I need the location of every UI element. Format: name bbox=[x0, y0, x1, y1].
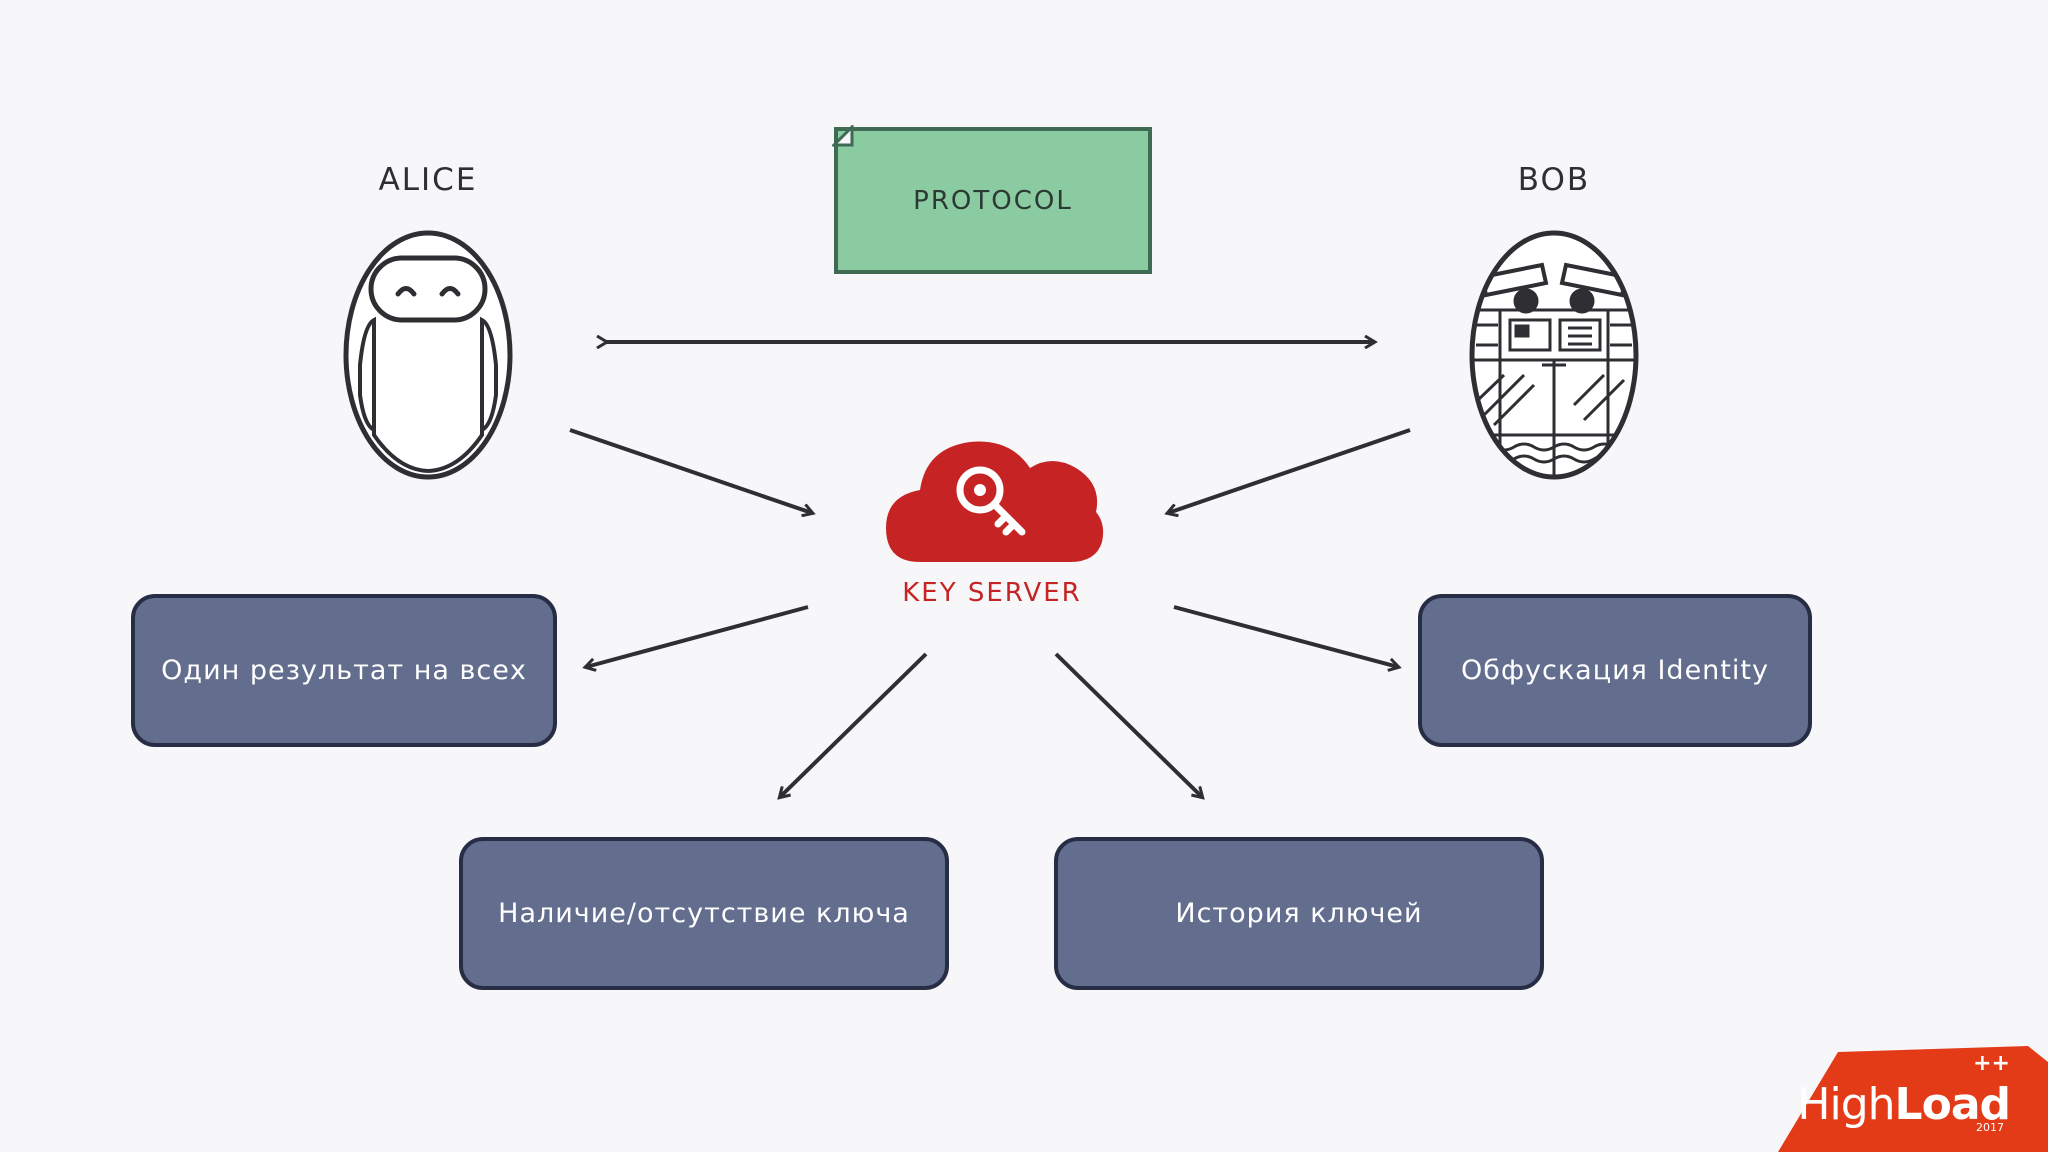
bob-label: BOB bbox=[1517, 162, 1591, 198]
protocol-box: PROTOCOL bbox=[834, 127, 1152, 274]
key-server-label: KEY SERVER bbox=[902, 578, 1082, 608]
logo-text: HighLoad bbox=[1797, 1079, 2011, 1130]
arrow-to-key-history bbox=[1054, 652, 1202, 797]
arrow-alice-keyserver bbox=[569, 428, 812, 513]
arrow-to-one-result bbox=[586, 605, 809, 667]
box-one-result: Один результат на всех bbox=[131, 594, 557, 747]
box-obfuscation: Обфускация Identity bbox=[1418, 594, 1812, 747]
arrow-bob-keyserver bbox=[1168, 428, 1411, 513]
logo-year: 2017 bbox=[1976, 1121, 2004, 1134]
logo-superscript: ++ bbox=[1973, 1051, 2010, 1076]
box-key-history: История ключей bbox=[1054, 837, 1544, 990]
robot-bob-icon bbox=[1469, 230, 1639, 480]
logo-banner bbox=[1778, 1046, 2048, 1152]
note-fold-icon bbox=[832, 125, 854, 147]
logo-text-light: High bbox=[1797, 1079, 1895, 1130]
cloud-key-icon bbox=[886, 441, 1104, 562]
robot-alice-icon bbox=[343, 230, 513, 480]
arrow-to-obfuscation bbox=[1173, 605, 1398, 667]
arrow-to-key-presence bbox=[780, 652, 928, 797]
box-key-presence: Наличие/отсутствие ключа bbox=[459, 837, 949, 990]
logo-text-bold: Load bbox=[1894, 1079, 2011, 1130]
alice-label: ALICE bbox=[378, 162, 478, 198]
